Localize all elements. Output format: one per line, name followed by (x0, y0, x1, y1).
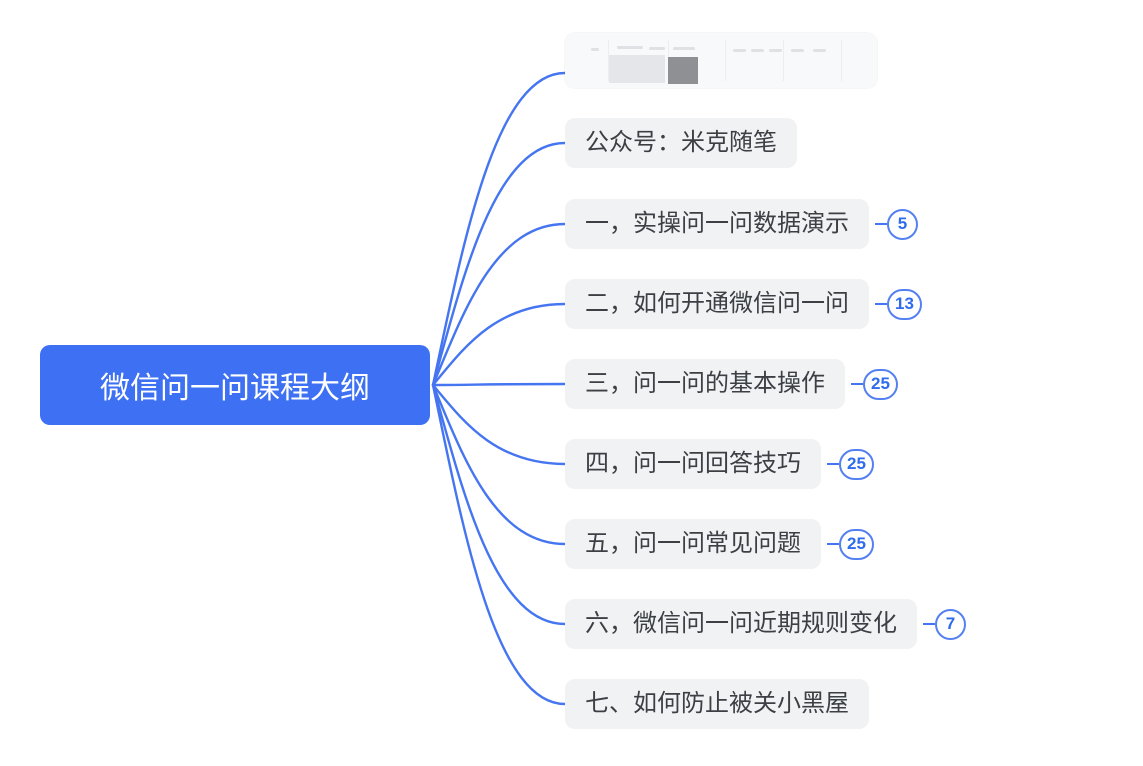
mindmap-row (565, 33, 877, 88)
image-dark-block (668, 57, 698, 84)
image-text-smudge (649, 47, 665, 50)
image-text-smudge (617, 46, 643, 49)
image-column-divider (783, 40, 784, 81)
branch-line (431, 71, 567, 387)
topic-node[interactable]: 六，微信问一问近期规则变化 (565, 599, 917, 649)
branch-line (431, 383, 567, 466)
image-text-smudge (591, 48, 599, 51)
badge-connector (875, 302, 887, 306)
topic-node[interactable]: 五，问一问常见问题 (565, 519, 821, 569)
mindmap-row: 公众号：米克随笔 (565, 118, 797, 168)
topic-node[interactable]: 三，问一问的基本操作 (565, 359, 845, 409)
count-badge[interactable]: 5 (887, 208, 918, 240)
topic-node[interactable]: 七、如何防止被关小黑屋 (565, 679, 869, 729)
badge-connector (827, 542, 839, 546)
image-text-smudge (791, 49, 804, 52)
count-badge[interactable]: 25 (863, 368, 898, 400)
branch-line (431, 383, 567, 626)
image-light-block (609, 55, 665, 83)
count-badge[interactable]: 7 (935, 608, 966, 640)
count-badge[interactable]: 25 (839, 528, 874, 560)
image-text-smudge (751, 49, 764, 52)
badge-connector (923, 622, 935, 626)
mindmap-row: 六，微信问一问近期规则变化 7 (565, 599, 966, 649)
topic-node[interactable]: 二，如何开通微信问一问 (565, 279, 869, 329)
image-text-smudge (673, 47, 695, 50)
topic-node[interactable]: 一，实操问一问数据演示 (565, 199, 869, 249)
badge-connector (851, 382, 863, 386)
image-text-smudge (813, 49, 826, 52)
badge-connector (875, 222, 887, 226)
branch-line (431, 141, 567, 387)
mindmap-row: 一，实操问一问数据演示 5 (565, 199, 918, 249)
root-topic-node[interactable]: 微信问一问课程大纲 (40, 345, 430, 425)
mindmap-row: 五，问一问常见问题 25 (565, 519, 874, 569)
branch-line (431, 383, 567, 706)
mindmap-row: 三，问一问的基本操作 25 (565, 359, 898, 409)
badge-connector (827, 462, 839, 466)
mindmap-row: 七、如何防止被关小黑屋 (565, 679, 869, 729)
count-badge[interactable]: 25 (839, 448, 874, 480)
mindmap-row: 二，如何开通微信问一问 13 (565, 279, 922, 329)
topic-node[interactable]: 四，问一问回答技巧 (565, 439, 821, 489)
count-badge[interactable]: 13 (887, 288, 922, 320)
image-column-divider (608, 40, 609, 81)
image-text-smudge (733, 49, 746, 52)
image-column-divider (725, 40, 726, 81)
topic-node[interactable]: 公众号：米克随笔 (565, 118, 797, 168)
branch-line (431, 383, 567, 546)
image-text-smudge (769, 49, 782, 52)
branch-line (431, 222, 567, 387)
image-column-divider (841, 40, 842, 81)
embedded-image-topic[interactable] (565, 33, 877, 88)
mindmap-row: 四，问一问回答技巧 25 (565, 439, 874, 489)
branch-line (431, 302, 567, 387)
branch-line (431, 382, 567, 387)
